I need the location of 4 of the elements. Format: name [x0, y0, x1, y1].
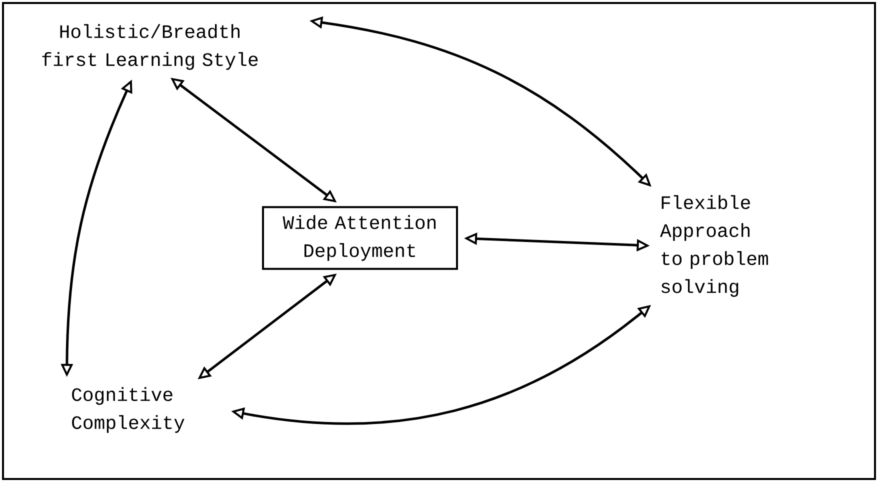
node-text: Flexible Approach to problem solving	[660, 195, 768, 297]
node-text: Holistic/Breadth first Learning Style	[42, 24, 258, 70]
process-box: Wide Attention Deployment	[262, 206, 458, 270]
node-text: Cognitive Complexity	[72, 387, 184, 433]
